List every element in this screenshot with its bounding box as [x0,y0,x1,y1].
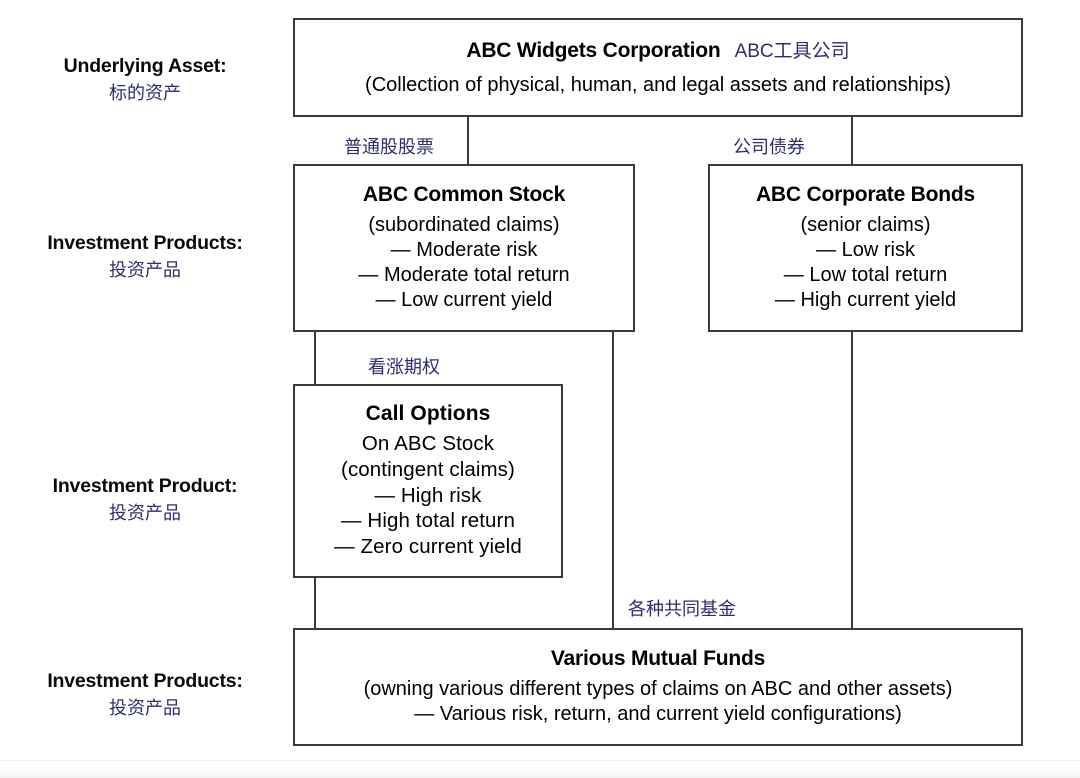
box-abc-common-stock-line-2: — Moderate risk [390,238,538,261]
box-abc-corporate-bonds-title: ABC Corporate Bonds [755,182,976,206]
box-abc-corporate-bonds-line-4: — High current yield [774,289,957,312]
row-label-investment-products-upper-zh: 投资产品 [109,260,181,280]
box-call-options-line-2: (contingent claims) [341,457,515,481]
connector-common-stock-to-mutual-funds [612,332,614,628]
box-abc-common-stock-line-1: (subordinated claims) [368,213,560,236]
row-label-investment-products-lower: Investment Products: 投资产品 [0,670,290,719]
footer-band [0,760,1080,778]
box-abc-common-stock-line-4: — Low current yield [375,289,553,312]
box-abc-common-stock-title: ABC Common Stock [362,182,566,206]
box-abc-corporate-bonds-line-1: (senior claims) [800,213,931,236]
connector-underlying-to-corporate-bonds [851,117,853,164]
connector-common-stock-to-call-options [314,332,316,386]
row-label-investment-products-upper: Investment Products: 投资产品 [0,232,290,281]
row-label-investment-product-middle-en: Investment Product: [52,475,238,497]
row-label-investment-products-upper-en: Investment Products: [47,232,243,254]
connector-corporate-bonds-to-mutual-funds [851,332,853,628]
box-underlying-asset[interactable]: ABC Widgets Corporation ABC工具公司 (Collect… [293,18,1023,117]
box-abc-corporate-bonds[interactable]: ABC Corporate Bonds (senior claims) — Lo… [708,164,1023,332]
box-underlying-asset-title-row: ABC Widgets Corporation ABC工具公司 [466,36,849,63]
row-label-investment-product-middle-zh: 投资产品 [109,503,181,523]
box-various-mutual-funds-line-2: — Various risk, return, and current yiel… [414,703,902,725]
box-call-options[interactable]: Call Options On ABC Stock (contingent cl… [293,384,563,578]
edge-label-corporate-bonds: 公司债券 [730,133,808,159]
box-various-mutual-funds-title: Various Mutual Funds [550,646,766,670]
box-abc-common-stock-line-3: — Moderate total return [358,264,570,286]
row-label-investment-products-lower-en: Investment Products: [47,670,243,692]
row-label-underlying-asset-zh: 标的资产 [109,83,181,103]
row-label-underlying-asset: Underlying Asset: 标的资产 [0,55,290,104]
box-various-mutual-funds[interactable]: Various Mutual Funds (owning various dif… [293,628,1023,746]
box-underlying-asset-title: ABC Widgets Corporation [466,39,721,63]
connector-underlying-to-common-stock [467,117,469,164]
box-underlying-asset-title-zh: ABC工具公司 [734,41,850,63]
edge-label-mutual-funds: 各种共同基金 [625,595,739,621]
row-label-investment-products-lower-zh: 投资产品 [109,698,181,718]
edge-label-common-stock: 普通股股票 [341,133,437,159]
box-abc-common-stock[interactable]: ABC Common Stock (subordinated claims) —… [293,164,635,332]
row-label-investment-product-middle: Investment Product: 投资产品 [0,475,290,524]
box-abc-corporate-bonds-line-2: — Low risk [816,238,915,261]
box-call-options-line-5: — Zero current yield [334,535,522,559]
box-call-options-title: Call Options [365,401,491,425]
box-call-options-line-3: — High risk [374,483,482,507]
connector-call-options-to-mutual-funds [314,578,316,628]
box-various-mutual-funds-line-1: (owning various different types of claim… [363,677,953,700]
edge-label-call-options: 看涨期权 [365,353,443,379]
row-label-underlying-asset-en: Underlying Asset: [63,55,227,77]
box-call-options-line-1: On ABC Stock [361,431,495,455]
box-abc-corporate-bonds-line-3: — Low total return [783,264,948,286]
box-underlying-asset-line-1: (Collection of physical, human, and lega… [365,74,951,97]
box-call-options-line-4: — High total return [341,509,515,533]
